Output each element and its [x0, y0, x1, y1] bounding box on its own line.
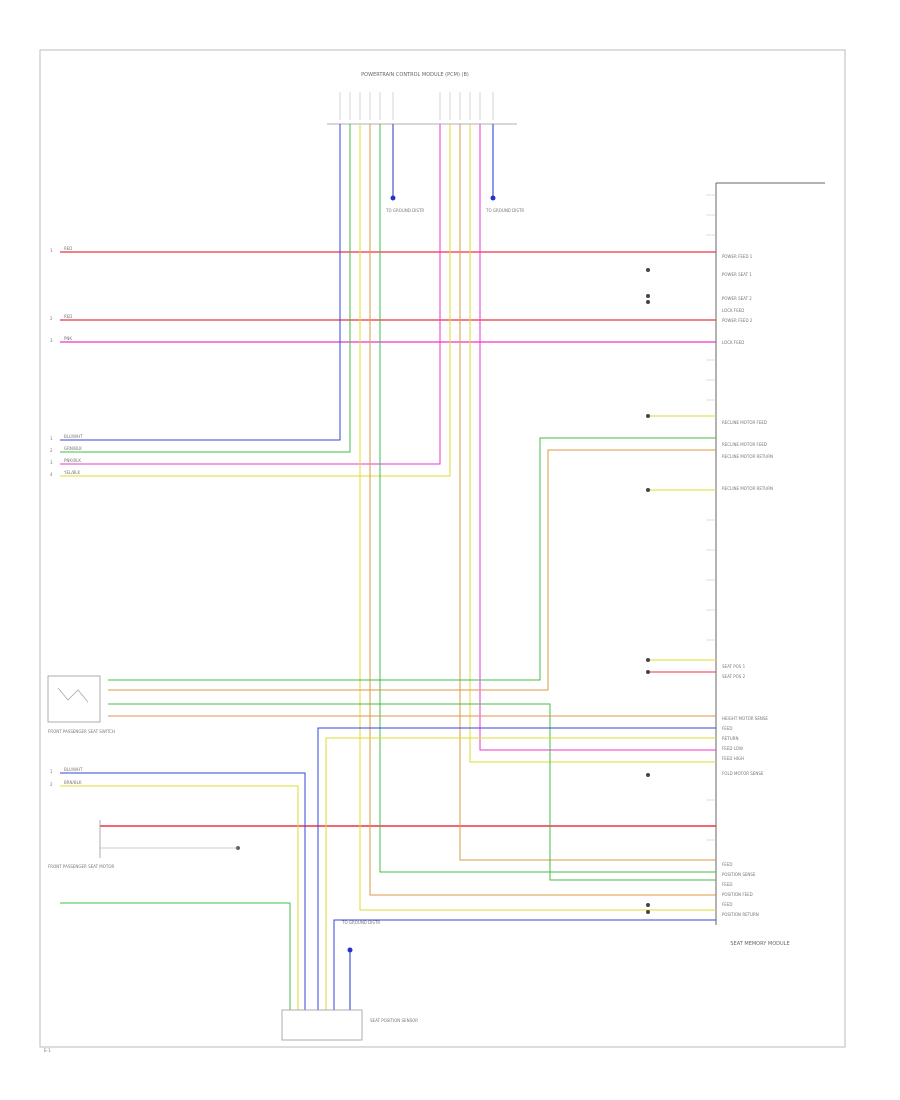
module-pin-ticks: [706, 194, 716, 841]
svg-text:1: 1: [50, 769, 53, 774]
module-pin-labels: POWER FEED 1 POWER SEAT 1 POWER SEAT 2 L…: [722, 254, 773, 917]
header-connector-title: POWERTRAIN CONTROL MODULE (PCM) (B): [361, 72, 469, 78]
splice-top-right: TO GROUND DISTR: [485, 124, 524, 213]
svg-text:YEL/BLK: YEL/BLK: [63, 470, 81, 475]
seat-switch: FRONT PASSENGER SEAT SWITCH: [47, 675, 115, 734]
svg-text:HEIGHT MOTOR SENSE: HEIGHT MOTOR SENSE: [722, 716, 768, 721]
svg-text:1: 1: [50, 436, 53, 441]
svg-text:FEED: FEED: [722, 882, 732, 887]
svg-text:RETURN: RETURN: [722, 736, 738, 741]
svg-text:POWER FEED 1: POWER FEED 1: [722, 254, 753, 259]
position-sensor-connector: SEAT POSITION SENSOR: [281, 1009, 418, 1041]
svg-text:FEED: FEED: [722, 726, 732, 731]
svg-text:POSITION FEED: POSITION FEED: [722, 892, 753, 897]
svg-text:3: 3: [50, 460, 53, 465]
svg-text:RED: RED: [64, 314, 72, 319]
svg-text:FEED HIGH: FEED HIGH: [722, 756, 744, 761]
svg-text:BLU/WHT: BLU/WHT: [64, 434, 83, 439]
svg-text:GRN/BLK: GRN/BLK: [64, 446, 82, 451]
header-pins: [339, 92, 494, 120]
svg-text:RECLINE MOTOR RETURN: RECLINE MOTOR RETURN: [722, 454, 773, 459]
svg-text:POWER SEAT 1: POWER SEAT 1: [722, 272, 752, 277]
svg-text:2: 2: [50, 448, 53, 453]
svg-text:SEAT POS 1: SEAT POS 1: [722, 664, 746, 669]
splice-top-left: TO GROUND DISTR: [385, 124, 424, 213]
harness-wires: [60, 124, 716, 911]
power-feed-wires: [60, 251, 716, 827]
svg-text:TO GROUND DISTR: TO GROUND DISTR: [341, 920, 380, 925]
svg-text:RED: RED: [64, 246, 72, 251]
svg-text:2: 2: [50, 316, 53, 321]
left-pin-numbers: 1 2 3 1 2 3 4 1 2: [50, 248, 53, 787]
svg-text:1: 1: [50, 248, 53, 253]
svg-text:POWER FEED 2: POWER FEED 2: [722, 318, 753, 323]
svg-text:SEAT POSITION SENSOR: SEAT POSITION SENSOR: [370, 1018, 418, 1023]
ground-markers: [646, 268, 650, 914]
seat-motor: FRONT PASSENGER SEAT MOTOR: [48, 820, 240, 869]
diagram-frame: [39, 49, 846, 1048]
svg-text:2: 2: [50, 782, 53, 787]
svg-text:FOLD MOTOR SENSE: FOLD MOTOR SENSE: [722, 771, 764, 776]
page-reference: E-1: [44, 1048, 51, 1053]
svg-text:PNK/BLK: PNK/BLK: [64, 458, 81, 463]
svg-text:FRONT PASSENGER SEAT SWITCH: FRONT PASSENGER SEAT SWITCH: [48, 729, 115, 734]
svg-text:3: 3: [50, 338, 53, 343]
svg-text:POSITION RETURN: POSITION RETURN: [722, 912, 759, 917]
svg-text:BLU/WHT: BLU/WHT: [64, 767, 83, 772]
sensor-harness: [60, 727, 716, 1010]
svg-text:TO GROUND DISTR: TO GROUND DISTR: [385, 208, 424, 213]
svg-text:SEAT POS 2: SEAT POS 2: [722, 674, 746, 679]
svg-text:TO GROUND DISTR: TO GROUND DISTR: [485, 208, 524, 213]
svg-text:PNK: PNK: [64, 336, 72, 341]
svg-text:BRN/BLK: BRN/BLK: [64, 780, 82, 785]
svg-text:4: 4: [50, 472, 53, 477]
svg-text:FEED: FEED: [722, 862, 732, 867]
svg-text:POWER SEAT 2: POWER SEAT 2: [722, 296, 752, 301]
svg-text:FRONT PASSENGER SEAT MOTOR: FRONT PASSENGER SEAT MOTOR: [48, 864, 115, 869]
svg-text:RECLINE MOTOR RETURN: RECLINE MOTOR RETURN: [722, 486, 773, 491]
seat-memory-module: SEAT MEMORY MODULE: [715, 182, 825, 947]
svg-text:POSITION SENSE: POSITION SENSE: [722, 872, 756, 877]
svg-text:LOCK FEED: LOCK FEED: [722, 308, 744, 313]
svg-text:RECLINE MOTOR FEED: RECLINE MOTOR FEED: [722, 420, 767, 425]
svg-text:RECLINE MOTOR FEED: RECLINE MOTOR FEED: [722, 442, 767, 447]
svg-text:LOCK FEED: LOCK FEED: [722, 340, 744, 345]
splice-bottom: TO GROUND DISTR: [341, 920, 380, 1010]
svg-text:FEED: FEED: [722, 902, 732, 907]
recline-wires: [108, 415, 716, 881]
left-wire-labels: RED RED PNK BLU/WHT GRN/BLK PNK/BLK YEL/…: [63, 246, 83, 785]
module-name: SEAT MEMORY MODULE: [730, 941, 789, 947]
svg-text:FEED LOW: FEED LOW: [722, 746, 743, 751]
